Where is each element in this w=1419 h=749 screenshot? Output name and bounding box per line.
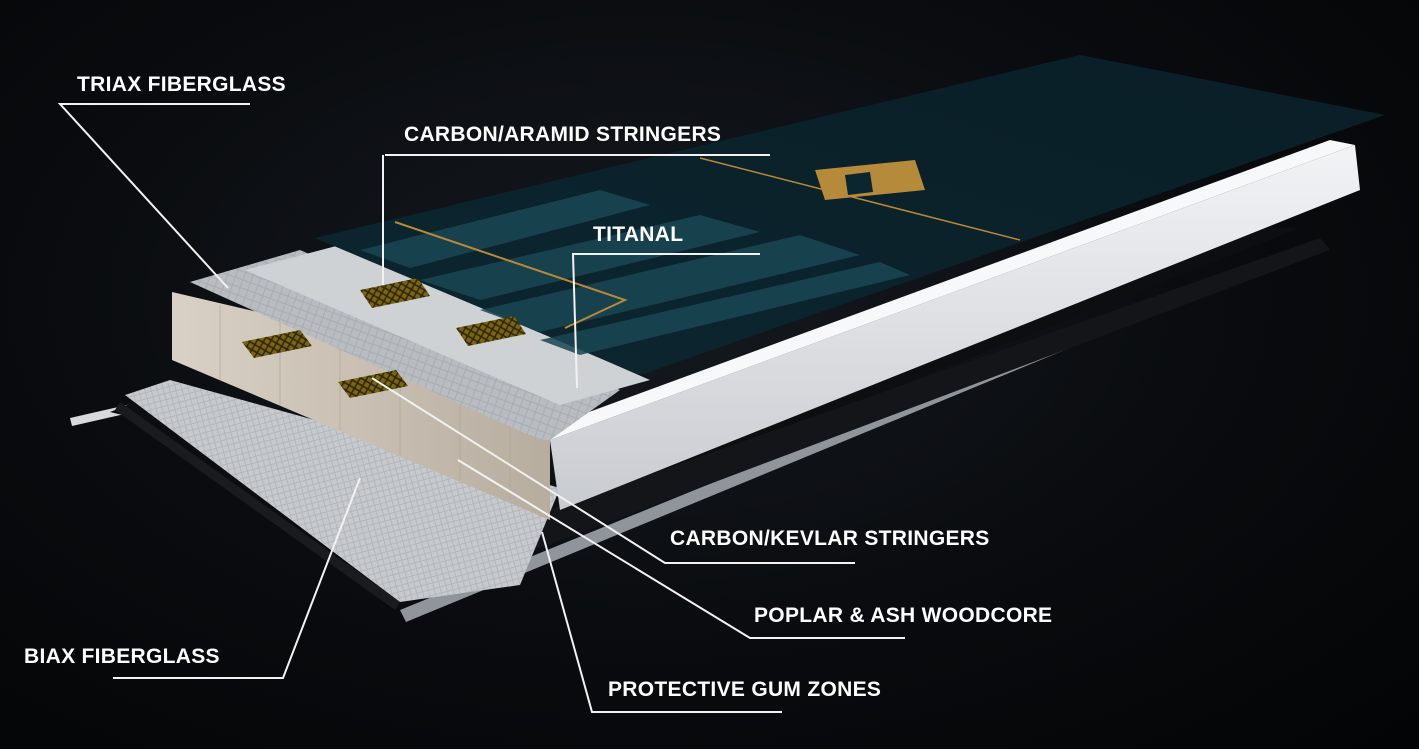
- leader-titanal: [571, 253, 760, 389]
- gum-strip: [470, 238, 1330, 552]
- leader-gum: [541, 531, 782, 713]
- label-triax-fiberglass: TRIAX FIBERGLASS: [77, 73, 286, 96]
- label-biax-fiberglass: BIAX FIBERGLASS: [24, 645, 220, 668]
- label-protective-gum-zones: PROTECTIVE GUM ZONES: [608, 678, 882, 701]
- topsheet-gold-trace: [394, 221, 628, 329]
- titanal-layer: [245, 245, 650, 405]
- carbon-aramid-stringer-2: [456, 316, 526, 346]
- biax-fiberglass-layer: [125, 380, 560, 602]
- triax-fiberglass-layer: [190, 250, 620, 440]
- topsheet-stripes: [360, 190, 910, 355]
- carbon-aramid-stringer-1: [360, 278, 430, 308]
- sidewall-top: [540, 140, 1355, 440]
- label-poplar-ash-woodcore: POPLAR & ASH WOODCORE: [754, 604, 1053, 627]
- carbon-kevlar-stringer-1: [242, 330, 312, 358]
- leader-biax: [113, 477, 361, 679]
- label-carbon-kevlar-stringers: CARBON/KEVLAR STRINGERS: [670, 527, 990, 550]
- sidewall-front: [550, 145, 1360, 510]
- leader-woodcore: [457, 459, 905, 639]
- carbon-kevlar-stringer-2: [338, 370, 408, 398]
- label-carbon-aramid-stringers: CARBON/ARAMID STRINGERS: [404, 123, 722, 146]
- leader-triax: [57, 103, 250, 289]
- leader-carbon-kevlar: [371, 377, 855, 564]
- leader-lines: [57, 103, 905, 713]
- label-titanal: TITANAL: [593, 223, 684, 246]
